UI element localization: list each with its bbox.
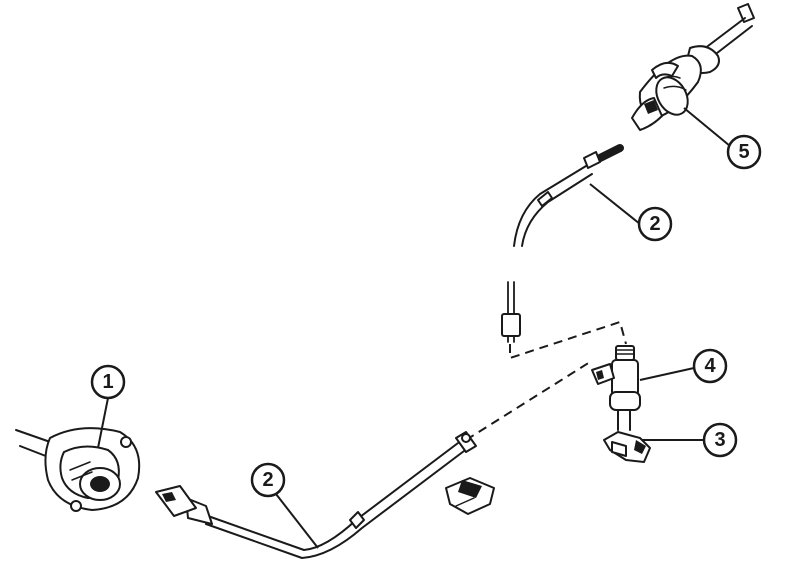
callout-1: 1 bbox=[90, 364, 126, 449]
callout-2-lower: 2 bbox=[250, 462, 319, 549]
callout-2-upper-label: 2 bbox=[649, 213, 660, 235]
callout-5-label: 5 bbox=[738, 141, 749, 163]
clutch-damper bbox=[591, 345, 641, 431]
routing-line-upper bbox=[509, 320, 627, 360]
callout-5: 5 bbox=[683, 107, 762, 170]
pipe-clip bbox=[603, 431, 651, 463]
release-cylinder bbox=[15, 427, 141, 512]
clutch-pipe-lower bbox=[155, 431, 477, 559]
callout-4-label: 4 bbox=[704, 355, 716, 377]
callout-3: 3 bbox=[642, 422, 738, 458]
callout-1-label: 1 bbox=[102, 371, 113, 393]
callout-2-lower-label: 2 bbox=[262, 469, 273, 491]
callout-2-upper: 2 bbox=[589, 183, 673, 242]
routing-line-lower bbox=[465, 361, 591, 441]
lower-pipe-clip bbox=[445, 477, 495, 515]
clutch-pipe-upper bbox=[501, 144, 624, 343]
master-cylinder bbox=[631, 3, 755, 131]
callout-3-label: 3 bbox=[714, 429, 725, 451]
callout-4: 4 bbox=[639, 348, 728, 384]
